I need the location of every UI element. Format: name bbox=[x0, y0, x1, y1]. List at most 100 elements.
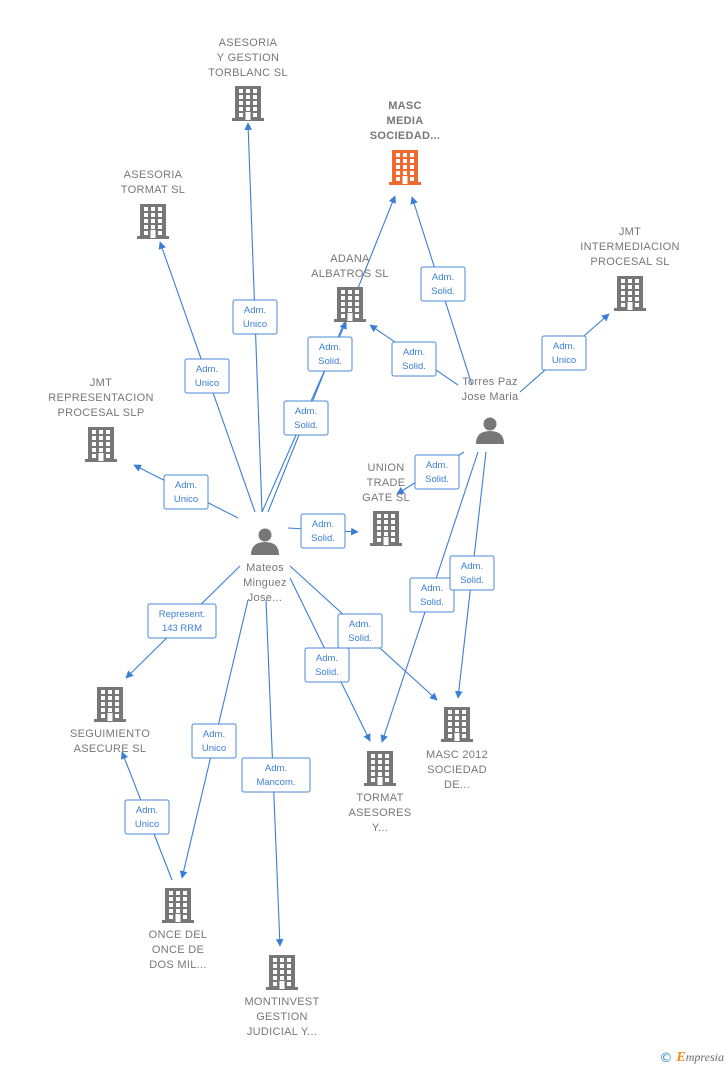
copyright-icon: © bbox=[659, 1050, 673, 1066]
edge-label-line: Represent. bbox=[159, 609, 205, 620]
edge-label-mateos-seguimiento[interactable]: Represent.143 RRM bbox=[147, 603, 217, 639]
building-icon bbox=[266, 955, 298, 990]
node-label-line: SOCIEDAD bbox=[427, 764, 487, 776]
edge-label-line: Adm. bbox=[349, 619, 371, 630]
node-label-line: MASC 2012 bbox=[426, 749, 488, 761]
node-label-line: JMT bbox=[619, 226, 641, 238]
brand-logo: Empresia bbox=[676, 1050, 724, 1065]
edge-label-box bbox=[147, 603, 217, 639]
edge-label-mateos-masc_media[interactable]: Adm.Solid. bbox=[283, 400, 329, 436]
edge-label-line: Adm. bbox=[426, 460, 448, 471]
edge-label-line: Adm. bbox=[421, 583, 443, 594]
edge-label-mateos-union[interactable]: Adm.Solid. bbox=[300, 513, 346, 549]
edge-label-box bbox=[391, 341, 437, 377]
edge-label-torres-union[interactable]: Adm. Solid. bbox=[414, 454, 460, 490]
edge-label-line: Unico bbox=[202, 743, 226, 754]
node-jmt_inter[interactable]: JMT INTERMEDIACION PROCESAL SL bbox=[580, 226, 680, 311]
node-label-line: GESTION bbox=[256, 1011, 308, 1023]
node-label-line: SEGUIMIENTO bbox=[70, 728, 150, 740]
edge-label-box bbox=[420, 266, 466, 302]
node-label-line: JMT bbox=[90, 377, 112, 389]
edge-label-line: Adm. bbox=[196, 364, 218, 375]
building-icon bbox=[232, 86, 264, 121]
edge-label-box bbox=[191, 723, 237, 759]
edge-label-line: Adm. bbox=[461, 561, 483, 572]
node-label-line: Y GESTION bbox=[217, 52, 279, 64]
node-label-line: UNION bbox=[368, 462, 405, 474]
edge-label-line: Mancom. bbox=[256, 777, 295, 788]
node-label-line: DOS MIL... bbox=[149, 959, 206, 971]
node-label-line: ONCE DE bbox=[152, 944, 204, 956]
edge-label-torres-masc2012[interactable]: Adm. Solid. bbox=[449, 555, 495, 591]
edge-label-mateos-adana[interactable]: Adm.Solid. bbox=[307, 336, 353, 372]
node-label-line: ONCE DEL bbox=[149, 929, 208, 941]
edge-label-torres-adana[interactable]: Adm.Solid. bbox=[391, 341, 437, 377]
edge-label-mateos-tormat_sl[interactable]: Adm.Unico bbox=[184, 358, 230, 394]
edge-label-line: Adm. bbox=[203, 729, 225, 740]
edge-label-line: Solid. bbox=[460, 575, 484, 586]
edge-label-line: Solid. bbox=[420, 597, 444, 608]
node-label-line: Jose Maria bbox=[462, 391, 519, 403]
node-label-line: TORBLANC SL bbox=[208, 67, 288, 79]
node-masc_media[interactable]: MASCMEDIASOCIEDAD... bbox=[370, 100, 441, 185]
node-once[interactable]: ONCE DEL ONCE DE DOS MIL... bbox=[149, 888, 208, 971]
edge-label-box bbox=[300, 513, 346, 549]
edge-label-line: Solid. bbox=[425, 474, 449, 485]
node-tormat_asesores[interactable]: TORMATASESORESY... bbox=[349, 751, 412, 834]
edge-label-mateos-montinvest[interactable]: Adm.Mancom. bbox=[241, 757, 311, 793]
edge-label-line: Adm. bbox=[403, 347, 425, 358]
node-label-line: ASESORIA bbox=[124, 169, 183, 181]
node-label-line: Mateos bbox=[246, 562, 284, 574]
edge-label-line: Adm. bbox=[175, 480, 197, 491]
edge-label-mateos-once[interactable]: Adm. Unico bbox=[191, 723, 237, 759]
node-label-line: Y... bbox=[372, 822, 388, 834]
edge-label-box bbox=[163, 474, 209, 510]
building-icon bbox=[614, 276, 646, 311]
node-mateos[interactable]: MateosMinguezJose... bbox=[243, 528, 287, 605]
edge-label-line: Adm. bbox=[295, 406, 317, 417]
edge-label-torres-masc_media[interactable]: Adm.Solid. bbox=[420, 266, 466, 302]
edge-label-box bbox=[414, 454, 460, 490]
person-icon bbox=[476, 417, 504, 444]
edge-label-once-seguimiento[interactable]: Adm.Unico bbox=[124, 799, 170, 835]
building-icon bbox=[370, 511, 402, 546]
node-label-line: ADANA bbox=[330, 253, 370, 265]
node-adana[interactable]: ADANA ALBATROS SL bbox=[311, 253, 389, 322]
edge-label-mateos-jmt_rep[interactable]: Adm. Unico bbox=[163, 474, 209, 510]
node-label-line: JUDICIAL Y... bbox=[247, 1026, 317, 1038]
edge-label-line: Adm. bbox=[319, 342, 341, 353]
edge-label-box bbox=[307, 336, 353, 372]
node-label-line: SOCIEDAD... bbox=[370, 130, 441, 142]
edge-label-torres-tormat_asesores[interactable]: Adm. Solid. bbox=[409, 577, 455, 613]
building-icon bbox=[94, 687, 126, 722]
building-icon bbox=[441, 707, 473, 742]
node-label-line: Torres Paz bbox=[462, 376, 518, 388]
edge-label-torres-jmt_inter[interactable]: Adm.Unico bbox=[541, 335, 587, 371]
edge-label-mateos-torblanc[interactable]: Adm.Unico bbox=[232, 299, 278, 335]
node-label-line: ALBATROS SL bbox=[311, 268, 389, 280]
node-label-line: MEDIA bbox=[387, 115, 424, 127]
edge-label-line: Adm. bbox=[136, 805, 158, 816]
edge-label-line: Unico bbox=[243, 319, 267, 330]
node-masc2012[interactable]: MASC 2012SOCIEDADDE... bbox=[426, 707, 488, 791]
edge-label-box bbox=[449, 555, 495, 591]
building-icon bbox=[364, 751, 396, 786]
edge-label-box bbox=[184, 358, 230, 394]
edge-label-line: Unico bbox=[174, 494, 198, 505]
edge-label-box bbox=[304, 647, 350, 683]
building-icon bbox=[162, 888, 194, 923]
edge-label-line: Adm. bbox=[432, 272, 454, 283]
node-label-line: PROCESAL SL bbox=[590, 256, 669, 268]
node-label-line: TRADE bbox=[367, 477, 406, 489]
edge-label-mateos-masc2012[interactable]: Adm.Solid. bbox=[337, 613, 383, 649]
node-label-line: INTERMEDIACION bbox=[580, 241, 680, 253]
edge-label-mateos-tormat_asesores[interactable]: Adm.Solid. bbox=[304, 647, 350, 683]
